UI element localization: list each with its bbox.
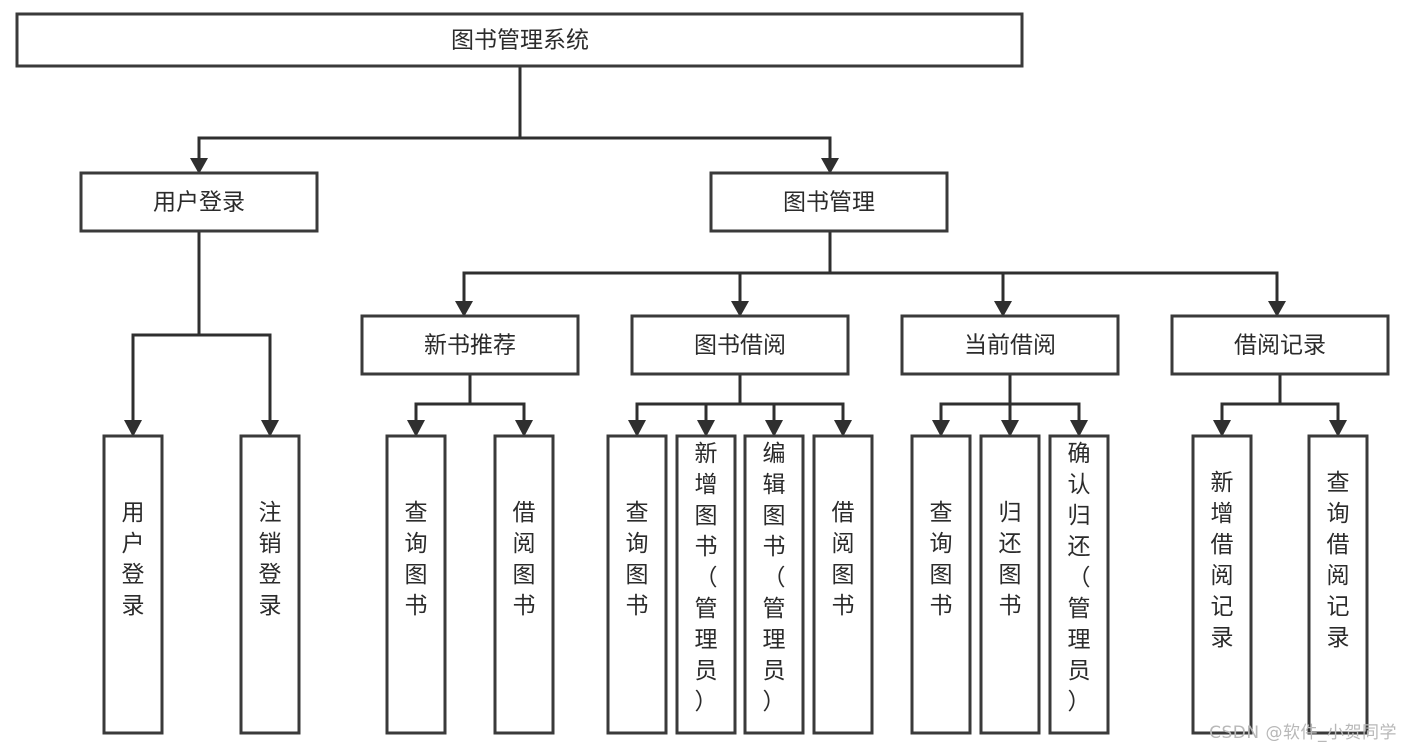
arrow-nbr-d2 (515, 420, 533, 437)
arrow-user-login-d1 (124, 420, 142, 437)
node-borrow-record-label: 借阅记录 (1234, 333, 1326, 359)
node-leaf-borrow-book-1-label: 借阅图书 (513, 500, 536, 619)
node-new-book-recommend-box[interactable] (360, 314, 580, 376)
node-borrow-record[interactable]: 借阅记录 (1170, 314, 1390, 376)
node-leaf-confirm-return-label: 确认归还（管理员） (1068, 441, 1091, 715)
node-leaf-borrow-book-2-label: 借阅图书 (832, 500, 855, 619)
arrow-root-to-user-login (190, 158, 208, 174)
node-leaf-query-record-label: 查询借阅记录 (1327, 470, 1350, 651)
node-leaf-query-book-1-box[interactable] (385, 434, 447, 735)
node-leaf-user-login-box[interactable] (102, 434, 164, 735)
node-new-book-recommend-label: 新书推荐 (424, 333, 516, 359)
node-book-manage-label: 图书管理 (783, 190, 875, 216)
arrow-bm-c3 (994, 301, 1012, 317)
node-leaf-query-book-1-label: 查询图书 (405, 500, 428, 619)
node-leaf-query-book-3[interactable]: 查询图书 (910, 434, 972, 735)
node-leaf-query-record-box[interactable] (1307, 434, 1369, 735)
arrow-bb-d1 (628, 420, 646, 437)
node-leaf-query-book-2-label: 查询图书 (626, 500, 649, 619)
node-leaf-confirm-return[interactable]: 确认归还（管理员） (1048, 434, 1110, 735)
node-book-manage[interactable]: 图书管理 (709, 171, 949, 233)
arrow-bb-d4 (834, 420, 852, 437)
node-leaf-edit-book[interactable]: 编辑图书（管理员） (743, 434, 805, 735)
node-leaf-add-book[interactable]: 新增图书（管理员） (675, 434, 737, 735)
node-root-label: 图书管理系统 (451, 28, 589, 54)
arrow-cb-d2 (1001, 420, 1019, 437)
arrow-bb-d3 (765, 420, 783, 437)
node-leaf-add-record-box[interactable] (1191, 434, 1253, 735)
arrow-cb-d1 (932, 420, 950, 437)
node-leaf-user-login-label: 用户登录 (122, 500, 145, 619)
node-leaf-edit-book-label: 编辑图书（管理员） (763, 441, 786, 715)
node-leaf-user-logout-box[interactable] (239, 434, 301, 735)
node-leaf-add-record[interactable]: 新增借阅记录 (1191, 434, 1253, 735)
node-borrow-record-box[interactable] (1170, 314, 1390, 376)
node-new-book-recommend[interactable]: 新书推荐 (360, 314, 580, 376)
node-leaf-query-book-3-box[interactable] (910, 434, 972, 735)
node-user-login-box[interactable] (79, 171, 319, 233)
arrow-br-d1 (1213, 420, 1231, 437)
node-root-box[interactable] (15, 12, 1024, 68)
node-leaf-query-book-2[interactable]: 查询图书 (606, 434, 668, 735)
node-book-manage-box[interactable] (709, 171, 949, 233)
arrow-bb-d2 (697, 420, 715, 437)
node-leaf-user-login[interactable]: 用户登录 (102, 434, 164, 735)
node-leaf-query-book-2-box[interactable] (606, 434, 668, 735)
node-leaf-query-record[interactable]: 查询借阅记录 (1307, 434, 1369, 735)
node-leaf-return-book-box[interactable] (979, 434, 1041, 735)
arrow-cb-d3 (1070, 420, 1088, 437)
connectors (124, 64, 1347, 437)
node-book-borrow-box[interactable] (630, 314, 850, 376)
node-user-login[interactable]: 用户登录 (79, 171, 319, 233)
node-leaf-user-logout-label: 注销登录 (259, 500, 282, 619)
node-leaf-borrow-book-1[interactable]: 借阅图书 (493, 434, 555, 735)
node-leaf-edit-book-box[interactable] (743, 434, 805, 735)
node-leaf-borrow-book-2-box[interactable] (812, 434, 874, 735)
node-leaf-query-book-3-label: 查询图书 (930, 500, 953, 619)
node-book-borrow[interactable]: 图书借阅 (630, 314, 850, 376)
node-leaf-borrow-book-1-box[interactable] (493, 434, 555, 735)
node-current-borrow-box[interactable] (900, 314, 1120, 376)
node-current-borrow-label: 当前借阅 (964, 333, 1056, 359)
arrow-user-login-d2 (261, 420, 279, 437)
node-leaf-add-book-label: 新增图书（管理员） (695, 441, 718, 715)
node-leaf-return-book-label: 归还图书 (999, 500, 1022, 619)
node-book-borrow-label: 图书借阅 (694, 333, 786, 359)
node-current-borrow[interactable]: 当前借阅 (900, 314, 1120, 376)
arrow-br-d2 (1329, 420, 1347, 437)
arrow-bm-c2 (731, 301, 749, 317)
node-leaf-borrow-book-2[interactable]: 借阅图书 (812, 434, 874, 735)
arrow-bm-c4 (1268, 301, 1286, 317)
node-leaf-add-book-box[interactable] (675, 434, 737, 735)
arrow-root-to-book-manage (821, 158, 839, 174)
arrow-nbr-d1 (407, 420, 425, 437)
node-leaf-query-book-1[interactable]: 查询图书 (385, 434, 447, 735)
node-leaf-add-record-label: 新增借阅记录 (1211, 470, 1234, 651)
node-root[interactable]: 图书管理系统 (15, 12, 1024, 68)
arrow-bm-c1 (455, 301, 473, 317)
node-leaf-return-book[interactable]: 归还图书 (979, 434, 1041, 735)
node-leaf-confirm-return-box[interactable] (1048, 434, 1110, 735)
node-user-login-label: 用户登录 (153, 190, 245, 216)
node-leaf-user-logout[interactable]: 注销登录 (239, 434, 301, 735)
